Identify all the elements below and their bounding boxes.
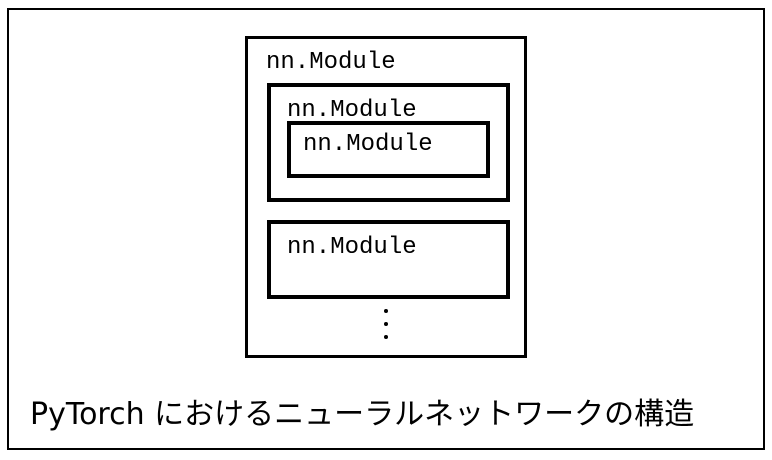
module-label-root: nn.Module xyxy=(266,49,396,76)
module-box-child-1: nn.Module nn.Module xyxy=(267,83,510,202)
module-label-child-1: nn.Module xyxy=(287,97,417,124)
figure-caption: PyTorch におけるニューラルネットワークの構造 xyxy=(30,397,695,432)
module-box-grandchild: nn.Module xyxy=(287,121,490,178)
module-label-grandchild: nn.Module xyxy=(303,131,433,158)
vertical-ellipsis-icon xyxy=(248,309,524,339)
figure-frame: nn.Module nn.Module nn.Module nn.Module … xyxy=(7,8,765,450)
ellipsis-dot xyxy=(384,335,388,339)
ellipsis-dot xyxy=(384,322,388,326)
ellipsis-dot xyxy=(384,309,388,313)
module-box-child-2: nn.Module xyxy=(267,220,510,299)
module-label-child-2: nn.Module xyxy=(287,234,417,261)
module-box-root: nn.Module nn.Module nn.Module nn.Module xyxy=(245,36,527,358)
